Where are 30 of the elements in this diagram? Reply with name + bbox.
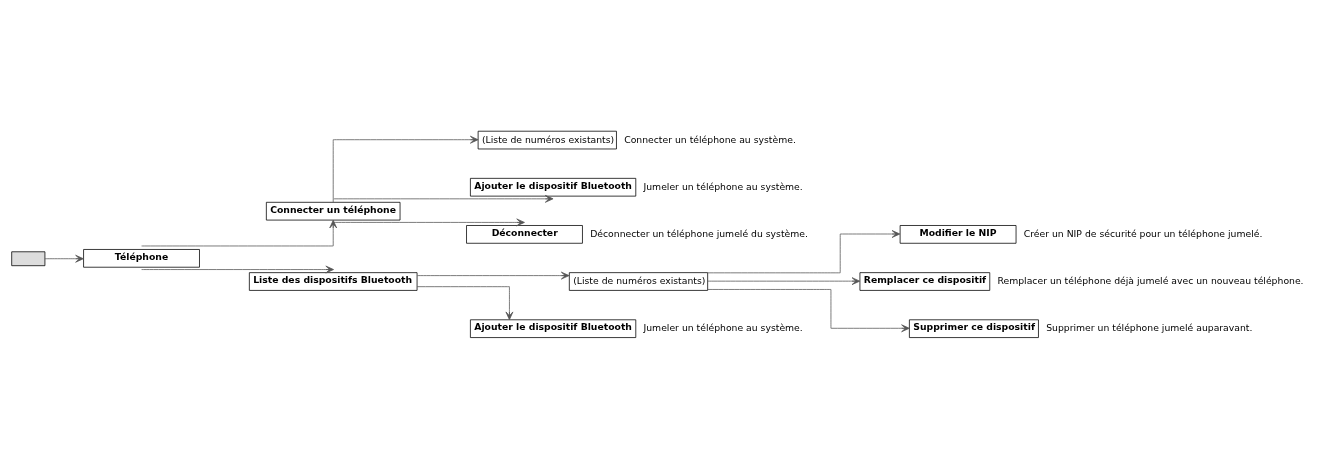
node-box: Ajouter le dispositif Bluetooth [470, 319, 637, 338]
node-label: Connecter un téléphone au système. [624, 133, 796, 145]
node-box: (Liste de numéros existants) [477, 130, 617, 150]
node-box: Déconnecter [466, 225, 583, 244]
arrow [333, 218, 525, 227]
arrow [332, 135, 479, 203]
node-label: Jumeler un téléphone au système. [643, 180, 803, 192]
node-box: Supprimer ce dispositif [909, 319, 1039, 338]
arrow [141, 265, 334, 274]
node-label: Créer un NIP de sécurité pour un téléphone jumelé. [1023, 227, 1263, 239]
arrow [707, 230, 901, 274]
node-box: (Liste de numéros existants) [568, 272, 709, 291]
arrow [707, 277, 861, 285]
node-box: Ajouter le dispositif Bluetooth [470, 177, 637, 197]
arrow [416, 286, 514, 321]
node-box: Modifier le NIP [899, 225, 1017, 244]
node-box: Connecter un téléphone [265, 201, 401, 221]
node-box [11, 251, 46, 267]
node-box: Liste des dispositifs Bluetooth [248, 272, 418, 291]
node-label: Supprimer un téléphone jumelé auparavant. [1046, 322, 1253, 334]
arrow [333, 194, 554, 203]
arrow [44, 254, 84, 263]
node-box: Remplacer ce dispositif [859, 272, 991, 291]
node-label: Jumeler un téléphone au système. [643, 322, 803, 334]
arrow [416, 271, 570, 280]
arrow [707, 289, 910, 333]
arrow [141, 219, 338, 247]
node-label: Remplacer un téléphone déjà jumelé avec un nouveau téléphone. [997, 274, 1304, 286]
node-label: Déconnecter un téléphone jumelé du système. [590, 227, 808, 239]
node-box: Téléphone [83, 249, 200, 268]
